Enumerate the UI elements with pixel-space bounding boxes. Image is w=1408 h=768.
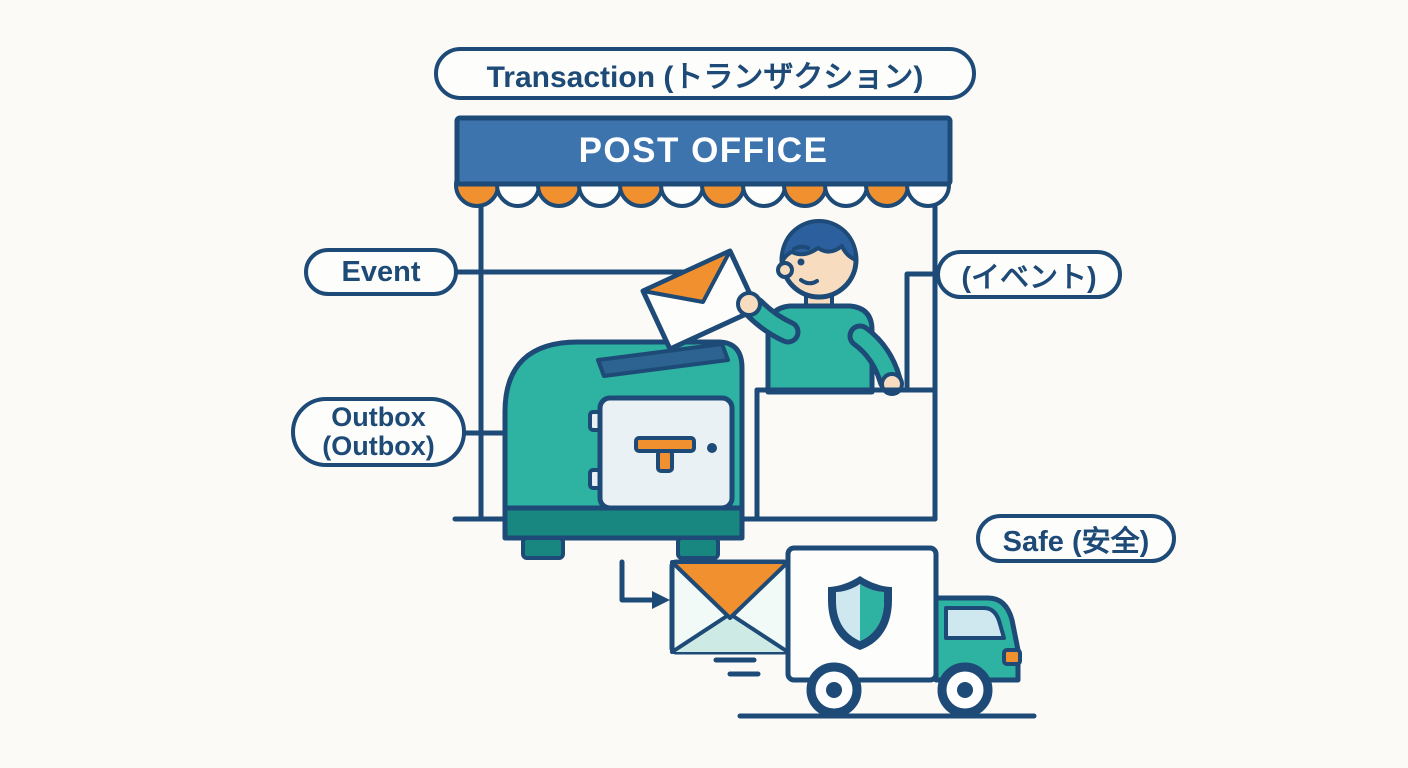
arrow-line xyxy=(619,559,655,603)
event-jp-label: (イベント) xyxy=(961,261,1097,294)
held-envelope-icon xyxy=(640,248,762,352)
truck-window xyxy=(944,606,1006,640)
transit-envelope-icon xyxy=(669,559,791,677)
event-jp-label-pill: (イベント) xyxy=(936,250,1122,299)
mailbox-base-band xyxy=(502,505,745,541)
safe-handle-stem xyxy=(656,449,674,473)
clerk-left-hand xyxy=(736,291,762,317)
safe-label-pill: Safe (安全) xyxy=(976,514,1176,563)
clerk-hair xyxy=(780,219,858,264)
transit-envelope-flap xyxy=(670,560,790,620)
mailbox-slot xyxy=(596,342,730,378)
shield-inner-half xyxy=(860,584,884,641)
mailbox-foot xyxy=(676,536,720,560)
safe-label: Safe (安全) xyxy=(1002,525,1150,558)
flow-arrow xyxy=(619,559,670,609)
clerk-eyebrow xyxy=(792,244,810,251)
held-envelope-flap xyxy=(641,249,732,304)
safe-knob xyxy=(707,443,717,453)
transaction-label-pill: Transaction (トランザクション) xyxy=(434,47,976,100)
outbox-mailbox xyxy=(502,339,745,560)
mailbox-foot xyxy=(521,536,565,560)
event-label-pill: Event xyxy=(304,248,458,296)
arrow-head xyxy=(652,591,670,609)
outbox-label-line1: Outbox xyxy=(331,401,426,432)
post-office-title: POST OFFICE xyxy=(578,131,829,170)
transaction-label: Transaction (トランザクション) xyxy=(486,60,924,94)
truck-bumper xyxy=(1002,648,1022,666)
clerk-eye xyxy=(797,258,805,266)
postal-clerk xyxy=(741,219,904,396)
outbox-label-line2: (Outbox) xyxy=(322,431,435,461)
event-label: Event xyxy=(341,255,421,288)
counter xyxy=(754,387,938,522)
outbox-label-pill: Outbox (Outbox) xyxy=(291,397,466,467)
clerk-ear xyxy=(776,261,794,279)
delivery-truck-icon xyxy=(737,545,1037,719)
transit-envelope-fold-fill xyxy=(672,614,788,652)
post-office-banner xyxy=(454,115,953,187)
truck-front-hub xyxy=(957,682,973,698)
clerk-mouth xyxy=(799,278,819,286)
event-jp-connector-line xyxy=(904,271,941,393)
truck-rear-hub xyxy=(826,682,842,698)
